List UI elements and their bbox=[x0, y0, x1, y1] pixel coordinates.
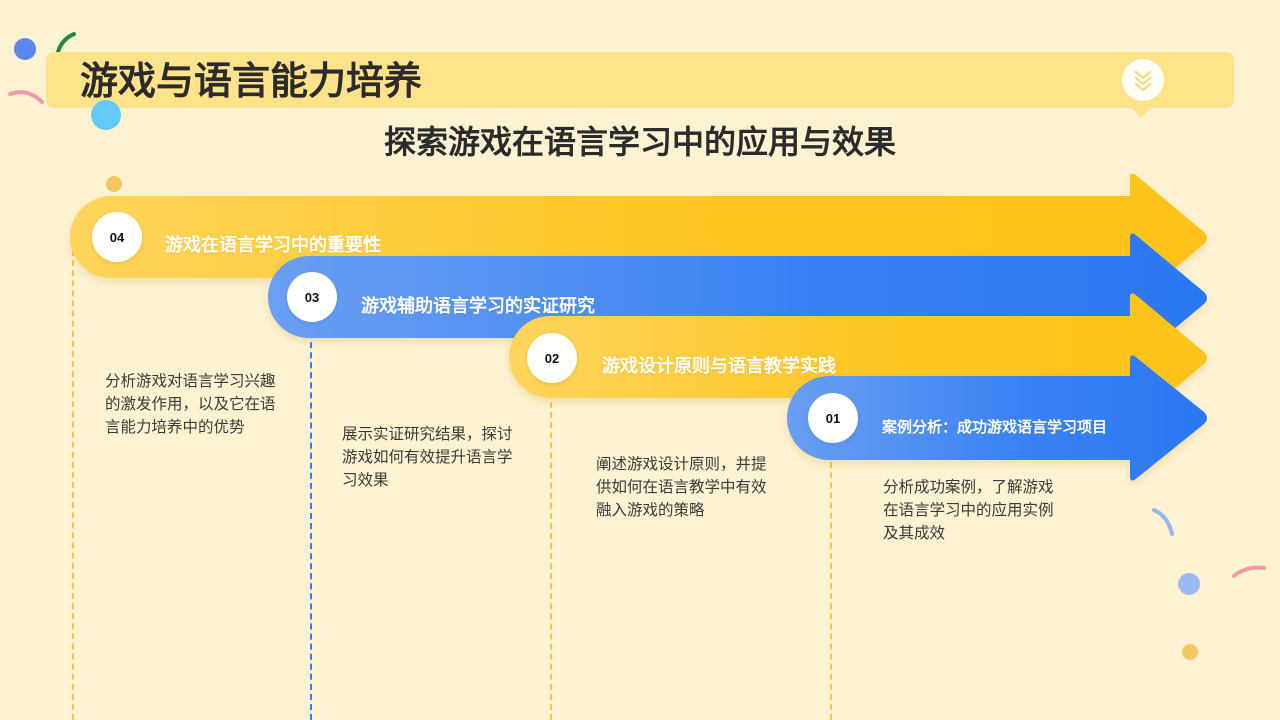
decor-dot-orange-2 bbox=[1182, 644, 1198, 660]
step-number-badge-02: 02 bbox=[527, 333, 577, 383]
page-title: 游戏与语言能力培养 bbox=[80, 61, 423, 103]
title-bar bbox=[46, 52, 1234, 108]
step-number-badge-04: 04 bbox=[92, 212, 142, 262]
double-chevron-down-icon bbox=[1122, 59, 1164, 101]
step-title-02: 游戏设计原则与语言教学实践 bbox=[602, 356, 836, 376]
guide-line-02 bbox=[550, 372, 552, 720]
step-title-03: 游戏辅助语言学习的实证研究 bbox=[361, 296, 595, 316]
title-bar-notch bbox=[1128, 104, 1154, 118]
arrow-step-01 bbox=[787, 355, 1207, 481]
page-subtitle: 探索游戏在语言学习中的应用与效果 bbox=[383, 124, 896, 160]
step-title-01: 案例分析：成功游戏语言学习项目 bbox=[882, 419, 1108, 436]
decor-arc-blue bbox=[1152, 508, 1174, 536]
step-title-04: 游戏在语言学习中的重要性 bbox=[165, 235, 381, 255]
step-description-04: 分析游戏对语言学习兴趣的激发作用，以及它在语言能力培养中的优势 bbox=[105, 373, 276, 436]
decor-dot-cyan bbox=[91, 100, 121, 130]
step-description-01: 分析成功案例，了解游戏在语言学习中的应用实例及其成效 bbox=[883, 479, 1054, 542]
decor-dot-lightblue bbox=[1178, 573, 1200, 595]
step-description-03: 展示实证研究结果，探讨游戏如何有效提升语言学习效果 bbox=[342, 426, 513, 489]
step-number-badge-03: 03 bbox=[287, 272, 337, 322]
decor-dot-orange bbox=[106, 176, 122, 192]
guide-line-01 bbox=[830, 432, 832, 720]
guide-line-03 bbox=[310, 312, 312, 720]
guide-line-04 bbox=[72, 250, 74, 720]
decor-dot-blue bbox=[14, 38, 36, 60]
step-number-badge-01: 01 bbox=[808, 393, 858, 443]
decor-arc-pink bbox=[8, 90, 44, 104]
decor-arc-pink-2 bbox=[1232, 565, 1266, 578]
step-description-02: 阐述游戏设计原则，并提供如何在语言教学中有效融入游戏的策略 bbox=[596, 456, 767, 519]
